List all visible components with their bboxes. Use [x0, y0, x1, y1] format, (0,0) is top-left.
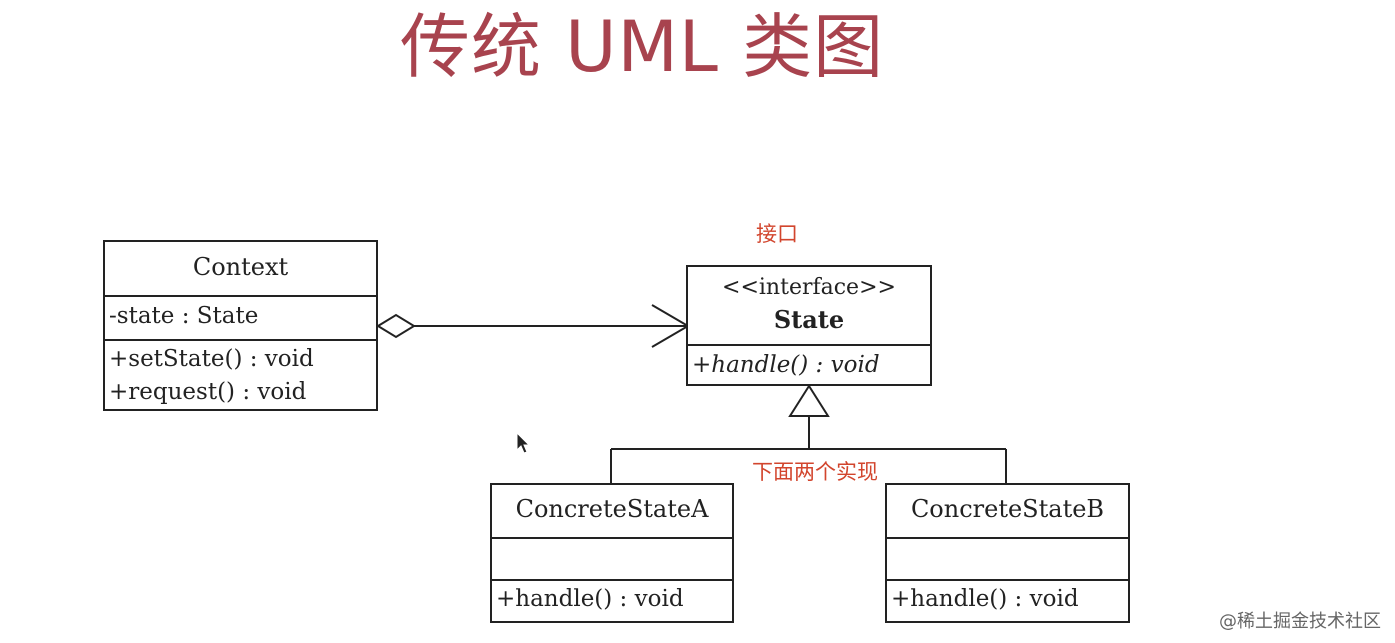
class-state-interface: <<interface>> State +handle() : void — [686, 265, 932, 386]
class-state-op: +handle() : void — [692, 352, 880, 378]
class-context-op: +request() : void — [109, 379, 307, 405]
class-context-op: +setState() : void — [109, 346, 314, 372]
class-context-attributes: -state : State — [105, 295, 376, 339]
class-concrete-b-attributes — [887, 537, 1128, 579]
class-concrete-a-operations: +handle() : void — [492, 579, 732, 616]
class-concrete-a-header: ConcreteStateA — [492, 485, 732, 537]
watermark: @稀土掘金技术社区 — [1219, 611, 1381, 632]
class-context-header: Context — [105, 242, 376, 295]
mouse-cursor-icon — [516, 432, 531, 454]
class-concrete-b-header: ConcreteStateB — [887, 485, 1128, 537]
class-concrete-a-name: ConcreteStateA — [515, 495, 709, 523]
implementation-note: 下面两个实现 — [752, 460, 878, 484]
class-concrete-a-attributes — [492, 537, 732, 579]
class-concrete-b-op: +handle() : void — [891, 586, 1079, 612]
interface-note: 接口 — [756, 222, 798, 246]
class-concrete-b-operations: +handle() : void — [887, 579, 1128, 616]
class-state-operations: +handle() : void — [688, 344, 930, 382]
class-context-name: Context — [192, 253, 289, 281]
class-concrete-b-name: ConcreteStateB — [910, 495, 1105, 523]
class-concrete-a-op: +handle() : void — [496, 586, 684, 612]
class-concrete-state-a: ConcreteStateA +handle() : void — [490, 483, 734, 623]
class-context-attr: -state : State — [109, 303, 259, 329]
aggregation-diamond — [376, 313, 416, 339]
class-state-stereotype: <<interface>> — [722, 275, 896, 300]
page-title: 传统 UML 类图 — [400, 6, 885, 88]
class-state-name: State — [773, 305, 845, 334]
class-state-header: <<interface>> State — [688, 267, 930, 344]
class-context-operations: +setState() : void +request() : void — [105, 339, 376, 409]
class-concrete-state-b: ConcreteStateB +handle() : void — [885, 483, 1130, 623]
inheritance-triangle — [788, 384, 830, 417]
class-context: Context -state : State +setState() : voi… — [103, 240, 378, 411]
